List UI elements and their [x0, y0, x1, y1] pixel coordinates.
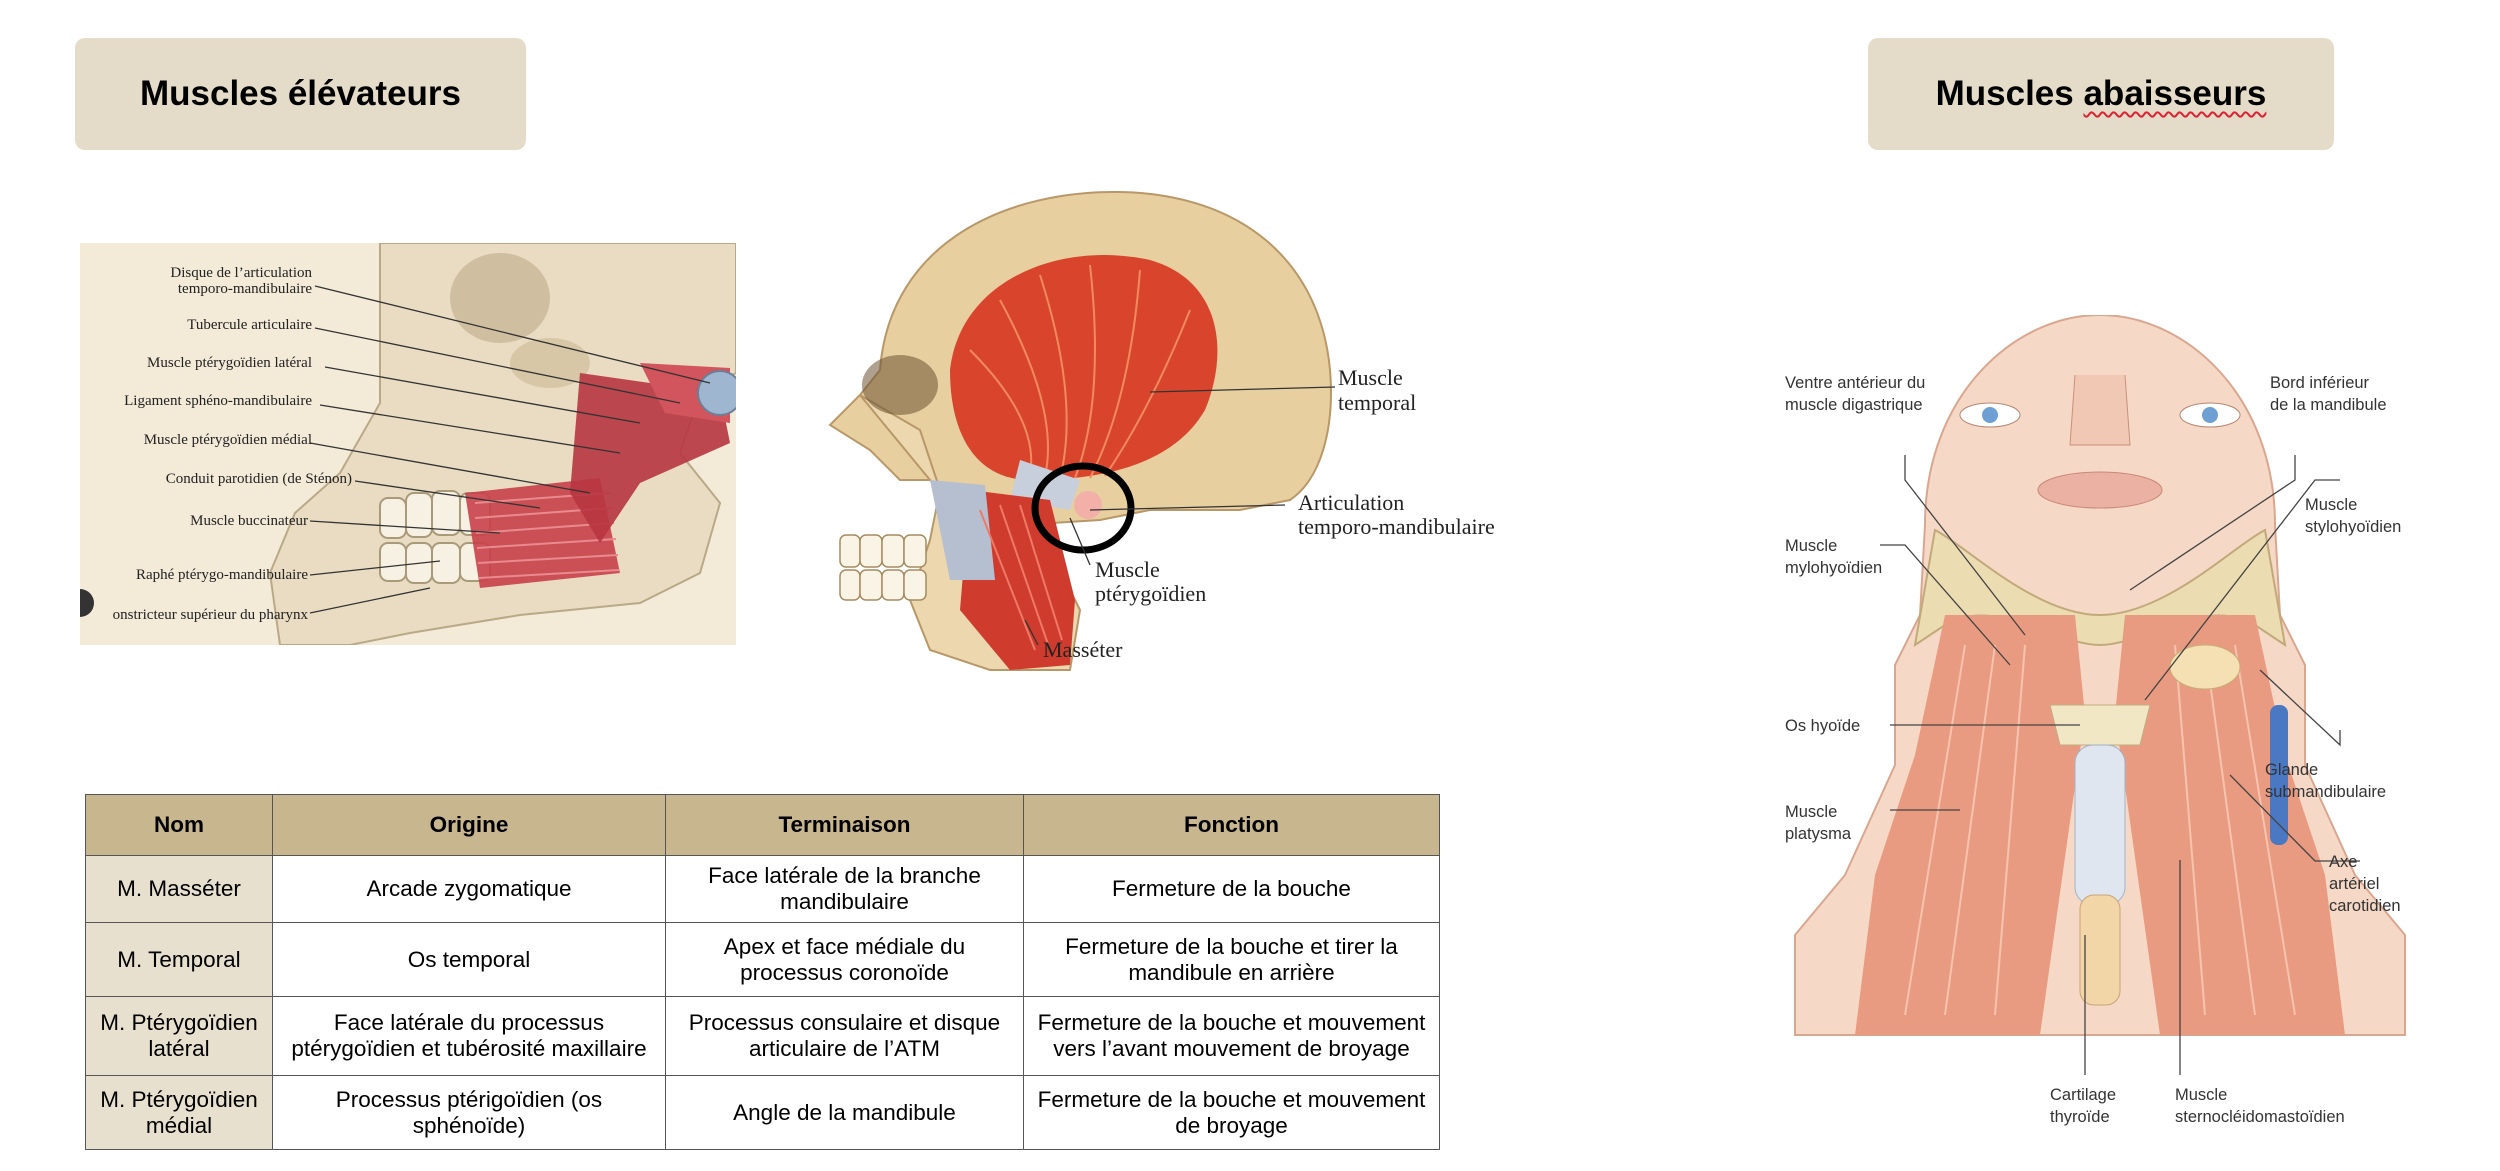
neck-label-scm-1: Muscle: [2175, 1086, 2227, 1104]
jaw-illustration-svg: Disque de l’articulation temporo-mandibu…: [80, 243, 736, 645]
neck-label-axe-1: Axe: [2329, 853, 2357, 871]
title-right-word: abaisseurs: [2083, 74, 2267, 113]
jaw-muscles-illustration: Disque de l’articulation temporo-mandibu…: [80, 243, 736, 645]
header-origine: Origine: [272, 794, 666, 856]
table-row: M. Temporal Os temporal Apex et face méd…: [85, 922, 1440, 997]
jaw-label-pterygoidien-medial: Muscle ptérygoïdien médial: [144, 432, 312, 448]
table-row: M. Ptérygoïdien latéral Face latérale du…: [85, 996, 1440, 1076]
table-row: M. Ptérygoïdien médial Processus ptérigo…: [85, 1075, 1440, 1150]
title-right-pre: Muscles: [1935, 74, 2084, 113]
header-fonction: Fonction: [1023, 794, 1440, 856]
neck-label-platysma-2: platysma: [1785, 825, 1852, 843]
title-left-text: Muscles élévateurs: [139, 74, 461, 113]
cell-nom: M. Ptérygoïdien latéral: [85, 996, 273, 1076]
neck-label-cartilage-2: thyroïde: [2050, 1108, 2110, 1126]
neck-label-stylo-1: Muscle: [2305, 496, 2357, 514]
jaw-label-disque-2: temporo-mandibulaire: [178, 281, 312, 297]
neck-label-hyoide: Os hyoïde: [1785, 717, 1860, 735]
neck-label-cartilage-1: Cartilage: [2050, 1086, 2116, 1104]
cell-origine: Arcade zygomatique: [272, 855, 666, 923]
table-row: M. Masséter Arcade zygomatique Face laté…: [85, 855, 1440, 923]
skull-label-ptery-2: ptérygoïdien: [1095, 581, 1206, 606]
cell-fonction: Fermeture de la bouche et mouvement vers…: [1023, 996, 1440, 1076]
neck-label-ventre-1: Ventre antérieur du: [1785, 374, 1925, 392]
neck-label-platysma-1: Muscle: [1785, 803, 1837, 821]
neck-label-bord-2: de la mandibule: [2270, 396, 2387, 414]
jaw-label-tubercule: Tubercule articulaire: [187, 317, 312, 333]
jaw-label-ligament: Ligament sphéno-mandibulaire: [124, 393, 312, 409]
neck-label-glande-2: submandibulaire: [2265, 783, 2386, 801]
neck-label-glande-1: Glande: [2265, 761, 2318, 779]
cell-nom: M. Temporal: [85, 922, 273, 997]
title-muscles-elevateurs: Muscles élévateurs: [75, 38, 526, 150]
neck-label-mylo-1: Muscle: [1785, 537, 1837, 555]
cell-nom: M. Masséter: [85, 855, 273, 923]
neck-illustration-svg: Ventre antérieur du muscle digastrique B…: [1785, 315, 2406, 1126]
neck-label-axe-2: artériel: [2329, 875, 2379, 893]
skull-label-ptery-1: Muscle: [1095, 557, 1160, 582]
cell-terminaison: Apex et face médiale du processus corono…: [665, 922, 1024, 997]
title-muscles-abaisseurs: Muscles abaisseurs: [1868, 38, 2334, 150]
jaw-label-raphe: Raphé ptérygo-mandibulaire: [136, 567, 308, 583]
skull-label-temporal-1: Muscle: [1338, 365, 1403, 390]
jaw-label-buccinateur: Muscle buccinateur: [190, 513, 308, 529]
title-right-text: Muscles abaisseurs: [1936, 74, 2267, 114]
cell-terminaison: Processus consulaire et disque articulai…: [665, 996, 1024, 1076]
neck-label-bord-1: Bord inférieur: [2270, 374, 2370, 392]
jaw-label-conduit: Conduit parotidien (de Sténon): [166, 471, 352, 487]
skull-label-temporal-2: temporal: [1338, 390, 1416, 415]
header-nom: Nom: [85, 794, 273, 856]
skull-lateral-illustration: Muscle temporal Articulation temporo-man…: [820, 180, 1520, 700]
cell-fonction: Fermeture de la bouche et tirer la mandi…: [1023, 922, 1440, 997]
skull-label-masseter: Masséter: [1043, 637, 1123, 662]
skull-label-atm-2: temporo-mandibulaire: [1298, 514, 1495, 539]
neck-label-ventre-2: muscle digastrique: [1785, 396, 1923, 414]
table-header-row: Nom Origine Terminaison Fonction: [85, 794, 1440, 856]
cell-origine: Face latérale du processus ptérygoïdien …: [272, 996, 666, 1076]
neck-label-mylo-2: mylohyoïdien: [1785, 559, 1882, 577]
cell-fonction: Fermeture de la bouche et mouvement de b…: [1023, 1075, 1440, 1150]
jaw-label-constricteur: onstricteur supérieur du pharynx: [113, 607, 309, 623]
neck-label-axe-3: carotidien: [2329, 897, 2401, 915]
neck-depressor-muscles-illustration: Ventre antérieur du muscle digastrique B…: [1785, 315, 2415, 1135]
skull-illustration-svg: Muscle temporal Articulation temporo-man…: [828, 190, 1495, 671]
jaw-label-pterygoidien-lateral: Muscle ptérygoïdien latéral: [147, 355, 312, 371]
cell-terminaison: Angle de la mandibule: [665, 1075, 1024, 1150]
jaw-label-disque-1: Disque de l’articulation: [170, 265, 312, 281]
cell-terminaison: Face latérale de la branche mandibulaire: [665, 855, 1024, 923]
neck-label-stylo-2: stylohyoïdien: [2305, 518, 2401, 536]
neck-label-scm-2: sternocléidomastoïdien: [2175, 1108, 2345, 1126]
cell-origine: Processus ptérigoïdien (os sphénoïde): [272, 1075, 666, 1150]
cell-fonction: Fermeture de la bouche: [1023, 855, 1440, 923]
cell-origine: Os temporal: [272, 922, 666, 997]
cell-nom: M. Ptérygoïdien médial: [85, 1075, 273, 1150]
header-terminaison: Terminaison: [665, 794, 1024, 856]
elevator-muscles-table: Nom Origine Terminaison Fonction M. Mass…: [85, 794, 1440, 1150]
skull-label-atm-1: Articulation: [1298, 490, 1404, 515]
